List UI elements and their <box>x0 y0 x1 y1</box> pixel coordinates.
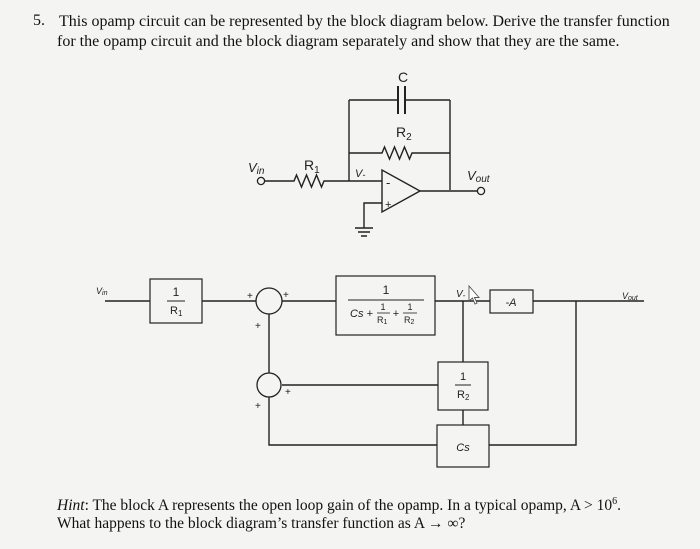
summing-junction-1 <box>255 287 283 315</box>
sum1-bottom-sign: + <box>255 321 261 332</box>
block2-numerator: 1 <box>383 283 390 297</box>
block2-frac2-numerator: 1 <box>407 302 412 312</box>
block4-numerator: 1 <box>460 371 466 383</box>
hint-line-2: What happens to the block diagram’s tran… <box>57 515 466 532</box>
r2-label: R2 <box>396 124 412 143</box>
opamp-symbol <box>381 168 422 214</box>
circuit-vout-label: Vout <box>467 168 491 185</box>
block2-frac1-denominator: R1 <box>377 315 388 326</box>
block-loop-gain <box>335 275 436 336</box>
question-number: 5. <box>33 12 45 29</box>
bd-vin-label: Vin <box>96 286 108 297</box>
vin-terminal <box>256 176 266 186</box>
question-line-2: for the opamp circuit and the block diag… <box>57 33 620 50</box>
block-1-over-r2 <box>437 361 489 411</box>
block1-denominator: R1 <box>170 305 183 318</box>
output-to-cs-wire <box>489 301 577 446</box>
block2-cs-term: Cs + <box>350 308 374 320</box>
opamp-circuit: C R2 R1 Vin V- Vout - + <box>248 69 491 237</box>
block2-frac1-numerator: 1 <box>380 302 385 312</box>
sum2-right-sign: + <box>285 387 291 398</box>
vout-terminal <box>476 186 486 196</box>
circuit-vminus-label: V- <box>355 168 365 180</box>
hint-line-1: Hint: The block A represents the open lo… <box>57 496 622 515</box>
block3-label: -A <box>506 297 517 309</box>
sum1-top-sign: + <box>247 291 253 302</box>
opamp-plus-sign: + <box>385 199 391 211</box>
r1-label: R1 <box>304 157 320 176</box>
sum1-out-sign: + <box>283 290 289 301</box>
ground-symbol <box>355 227 373 237</box>
cs-to-sum2-wire <box>268 397 437 446</box>
block2-frac2-denominator: R2 <box>404 315 415 326</box>
question-line-1: This opamp circuit can be represented by… <box>59 13 670 30</box>
r2-resistor <box>349 145 450 161</box>
block2-plus: + <box>393 308 399 320</box>
block5-label: Cs <box>456 442 470 454</box>
block1-numerator: 1 <box>173 285 180 299</box>
r1-resistor <box>264 173 349 189</box>
summing-junction-2 <box>256 372 282 398</box>
bd-vminus-label: V- <box>456 289 466 300</box>
block-diagram: 1 R1 1 Cs + 1 R1 + 1 R2 -A 1 R2 Cs Vin V… <box>96 275 644 468</box>
sum2-bottom-sign: + <box>255 401 261 412</box>
bd-vout-label: Vout <box>622 291 639 302</box>
block-minus-a <box>489 289 534 314</box>
noninverting-ground-wire <box>363 202 382 228</box>
block4-denominator: R2 <box>457 389 470 402</box>
block-cs <box>436 424 490 468</box>
capacitor-symbol <box>397 86 406 114</box>
mouse-pointer-icon <box>468 284 480 305</box>
circuit-vin-label: Vin <box>248 160 265 177</box>
opamp-minus-sign: - <box>386 175 390 190</box>
capacitor-label: C <box>398 69 408 85</box>
